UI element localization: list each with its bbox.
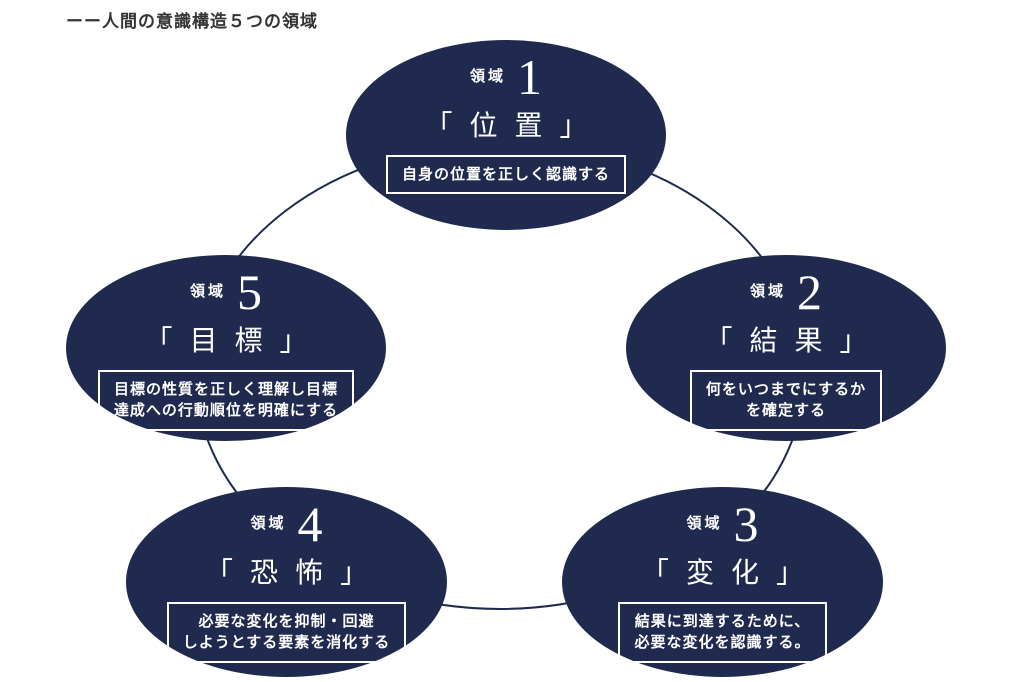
region-description-box: 必要な変化を抑制・回避 しようとする要素を消化する (166, 602, 407, 663)
region-node-2: 領域 2 「結果」 何をいつまでにするか を確定する (626, 255, 946, 441)
region-node-4: 領域 4 「恐怖」 必要な変化を抑制・回避 しようとする要素を消化する (126, 487, 447, 677)
region-label: 領域 (189, 282, 226, 300)
region-name: 「目標」 (144, 326, 325, 357)
region-description-box: 結果に到達するために、 必要な変化を認識する。 (618, 602, 827, 663)
diagram-title: ーー人間の意識構造５つの領域 (66, 12, 318, 31)
region-node-2-header: 領域 2 (750, 266, 822, 318)
region-name: 「恐怖」 (204, 558, 385, 589)
region-node-5: 領域 5 「目標」 目標の性質を正しく理解し目標 達成への行動順位を明確にする (66, 255, 386, 441)
region-name: 「結果」 (704, 326, 885, 357)
region-number: 2 (797, 264, 822, 320)
region-name: 「位置」 (424, 111, 605, 142)
region-label: 領域 (749, 282, 786, 300)
region-node-4-header: 領域 4 (250, 498, 322, 550)
region-name: 「変化」 (640, 558, 821, 589)
region-description-box: 目標の性質を正しく理解し目標 達成への行動順位を明確にする (97, 370, 355, 431)
region-number: 3 (733, 496, 759, 552)
region-node-1: 領域 1 「位置」 自身の位置を正しく認識する (346, 40, 666, 230)
region-description-box: 何をいつまでにするか を確定する (689, 370, 883, 431)
region-number: 4 (297, 496, 323, 552)
region-label: 領域 (686, 514, 723, 532)
region-node-3-header: 領域 3 (686, 498, 758, 550)
region-label: 領域 (250, 514, 287, 532)
region-label: 領域 (469, 67, 506, 85)
region-number: 5 (237, 264, 262, 320)
region-description-box: 自身の位置を正しく認識する (385, 155, 626, 195)
region-node-3: 領域 3 「変化」 結果に到達するために、 必要な変化を認識する。 (562, 487, 883, 677)
region-node-5-header: 領域 5 (190, 266, 262, 318)
region-number: 1 (517, 49, 542, 105)
region-node-1-header: 領域 1 (470, 51, 542, 103)
